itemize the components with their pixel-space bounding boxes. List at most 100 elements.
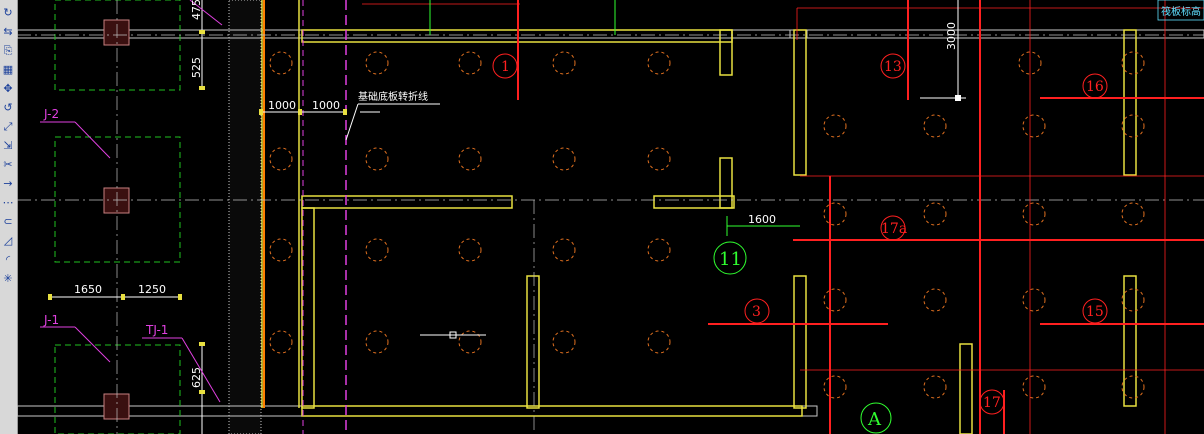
pile-circle — [269, 330, 293, 354]
pile-circle — [647, 147, 671, 171]
dim-625: 625 — [190, 367, 203, 388]
svg-text:15: 15 — [1086, 304, 1104, 320]
cursor-mark — [449, 331, 457, 339]
note-leader — [345, 103, 440, 141]
axis-bubble-3: 3 — [744, 298, 770, 324]
pile-circle — [647, 330, 671, 354]
pile-circle — [1022, 288, 1046, 312]
green-dims — [429, 0, 800, 236]
corner-note-box — [1157, 0, 1204, 21]
pile-circle — [365, 147, 389, 171]
array-icon[interactable]: ▦ — [2, 63, 14, 76]
pile-circle — [823, 375, 847, 399]
trim-icon[interactable]: ✂ — [3, 158, 13, 171]
pile-circle — [458, 330, 482, 354]
svg-text:13: 13 — [884, 59, 902, 75]
leaders — [40, 0, 223, 403]
dim-1000-a: 1000 — [268, 99, 296, 112]
dim-1600: 1600 — [748, 213, 776, 226]
move-icon[interactable]: ✥ — [3, 82, 13, 95]
pile-circle — [458, 147, 482, 171]
dim-525: 525 — [190, 57, 203, 78]
pile-circle — [1022, 375, 1046, 399]
pile-circle — [647, 238, 671, 262]
pile-circle — [365, 330, 389, 354]
wall-strip-right-top — [789, 29, 1204, 39]
j1-label: J-1 — [43, 313, 59, 327]
red-thin-lines — [362, 0, 1204, 434]
svg-text:1: 1 — [501, 59, 510, 75]
piles — [269, 51, 1145, 399]
pile-circle — [269, 238, 293, 262]
pile-circle — [1121, 375, 1145, 399]
svg-text:11: 11 — [719, 249, 742, 270]
pedestals — [103, 19, 130, 420]
scale-icon[interactable]: ⤢ — [3, 120, 13, 133]
pile-circle — [823, 202, 847, 226]
transition-note: 基础底板转折线 — [358, 90, 428, 103]
join-icon[interactable]: ⊂ — [3, 215, 13, 228]
grip-mark — [955, 95, 961, 101]
break-icon[interactable]: ⋯ — [2, 196, 14, 209]
modify-toolbar: ↻ ⇆ ⎘ ▦ ✥ ↺ ⤢ ⇲ ✂ → ⋯ ⊂ ◿ ◜ ✳ — [0, 0, 18, 434]
pile-circle — [923, 114, 947, 138]
pile-circle — [923, 202, 947, 226]
yellow-walls — [261, 0, 1137, 434]
pile-circle — [458, 51, 482, 75]
dim-3000: 3000 — [945, 22, 958, 50]
pile-circle — [1121, 114, 1145, 138]
pile-circle — [823, 114, 847, 138]
wall-strip-bottom — [17, 405, 818, 417]
wall-strip-left — [228, 0, 262, 434]
pile-circle — [365, 238, 389, 262]
explode-icon[interactable]: ✳ — [3, 272, 13, 285]
axis-bubble-A: A — [860, 402, 892, 434]
dim-475: 475 — [190, 0, 203, 20]
pile-circle — [552, 330, 576, 354]
j2-label: J-2 — [43, 107, 59, 121]
footings — [54, 0, 181, 434]
axis-bubble-13: 13 — [880, 53, 906, 79]
centerlines — [17, 0, 1204, 434]
copy-icon[interactable]: ⎘ — [3, 44, 13, 57]
axis-bubble-1: 1 — [492, 53, 518, 79]
tj1-label: TJ-1 — [145, 323, 168, 337]
svg-text:17a: 17a — [881, 221, 907, 237]
pile-circle — [1018, 51, 1042, 75]
pile-circle — [1121, 202, 1145, 226]
extend-icon[interactable]: → — [3, 177, 13, 190]
axis-bubble-17: 17 — [979, 389, 1005, 415]
dim-1250: 1250 — [138, 283, 166, 296]
pile-circle — [1121, 51, 1145, 75]
dim-ticks — [48, 30, 347, 394]
axis-bubble-11: 11 — [713, 241, 747, 275]
pile-circle — [365, 51, 389, 75]
pile-circle — [458, 238, 482, 262]
svg-text:A: A — [867, 409, 882, 430]
pile-circle — [923, 375, 947, 399]
axis-bubble-15: 15 — [1082, 298, 1108, 324]
axis-bubble-17a: 17a — [880, 215, 907, 241]
axis-bubble-16: 16 — [1082, 73, 1108, 99]
drawing-canvas[interactable]: J-2 J-1 TJ-1 基础底板转折线 1650 1250 1000 1000… — [17, 0, 1204, 434]
mirror-icon[interactable]: ⇆ — [3, 25, 13, 38]
stretch-icon[interactable]: ⇲ — [3, 139, 13, 152]
pile-circle — [1121, 288, 1145, 312]
chamfer-icon[interactable]: ◿ — [3, 234, 13, 247]
redo-icon[interactable]: ↻ — [3, 6, 13, 19]
svg-text:16: 16 — [1086, 79, 1104, 95]
dim-1000-b: 1000 — [312, 99, 340, 112]
wall-strip-top — [17, 29, 808, 39]
pile-circle — [1022, 202, 1046, 226]
pile-circle — [1022, 114, 1046, 138]
fillet-icon[interactable]: ◜ — [5, 253, 11, 266]
pile-circle — [552, 238, 576, 262]
red-axis-lines — [517, 0, 1204, 434]
rotate-icon[interactable]: ↺ — [3, 101, 13, 114]
pile-circle — [923, 288, 947, 312]
pile-circle — [269, 147, 293, 171]
pile-circle — [552, 147, 576, 171]
pile-circle — [552, 51, 576, 75]
svg-text:3: 3 — [752, 304, 761, 320]
